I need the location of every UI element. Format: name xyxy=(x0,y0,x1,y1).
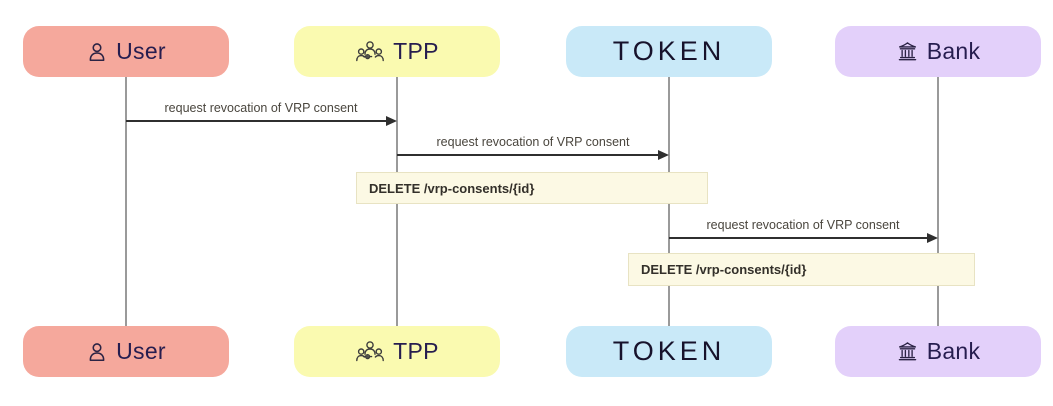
participant-tpp-top: TPP xyxy=(294,26,500,77)
participant-label: Bank xyxy=(926,338,981,364)
message-arrow-user-tpp xyxy=(126,120,386,122)
participant-token-top: TOKEN xyxy=(566,26,772,77)
message-label: request revocation of VRP consent xyxy=(164,101,358,115)
lifeline-bank xyxy=(937,77,939,326)
arrowhead-icon xyxy=(927,233,938,243)
participant-label: User xyxy=(116,38,166,64)
person-icon xyxy=(86,41,108,63)
participant-user-top: User xyxy=(23,26,229,77)
arrowhead-icon xyxy=(658,150,669,160)
team-icon xyxy=(355,340,385,364)
participant-label: TPP xyxy=(393,38,439,64)
participant-bank-top: Bank xyxy=(835,26,1041,77)
bank-icon xyxy=(896,340,919,363)
arrowhead-icon xyxy=(386,116,397,126)
participant-label: TPP xyxy=(393,338,439,364)
lifeline-user xyxy=(125,77,127,326)
bank-icon xyxy=(896,40,919,63)
team-icon xyxy=(355,40,385,64)
message-arrow-token-bank xyxy=(669,237,927,239)
participant-label: Bank xyxy=(926,38,981,64)
participant-user-bottom: User xyxy=(23,326,229,377)
note-delete-vrp-consent-1: DELETE /vrp-consents/{id} xyxy=(356,172,708,204)
participant-tpp-bottom: TPP xyxy=(294,326,500,377)
message-label: request revocation of VRP consent xyxy=(706,218,900,232)
message-arrow-tpp-token xyxy=(397,154,658,156)
participant-token-bottom: TOKEN xyxy=(566,326,772,377)
note-delete-vrp-consent-2: DELETE /vrp-consents/{id} xyxy=(628,253,975,286)
message-label: request revocation of VRP consent xyxy=(436,135,630,149)
participant-bank-bottom: Bank xyxy=(835,326,1041,377)
person-icon xyxy=(86,341,108,363)
token-logo: TOKEN xyxy=(612,36,726,66)
participant-label: User xyxy=(116,338,166,364)
token-logo: TOKEN xyxy=(612,336,726,366)
